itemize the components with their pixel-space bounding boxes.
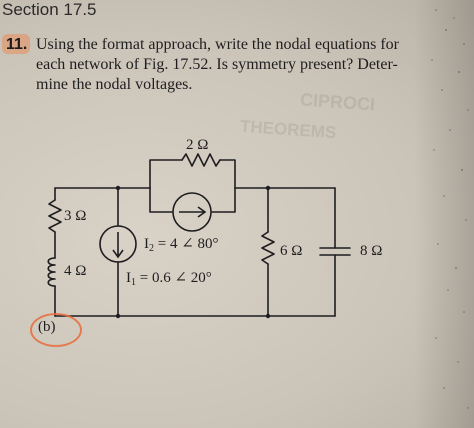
problem-text-line-2: each network of Fig. 17.52. Is symmetry … [36,56,398,73]
source-i1-label: I1 = 0.6 ∠ 20° [126,268,212,288]
resistor-2ohm-label: 2 Ω [186,137,209,153]
problem-number: 11. [6,36,28,53]
problem-text-line-1: Using the format approach, write the nod… [36,36,399,53]
resistor-6ohm [261,231,275,265]
figure-label: (b) [38,319,56,335]
source-i1-symbol: I [126,270,131,286]
source-i2-label: I2 = 4 ∠ 80° [144,234,219,254]
junction-dot [265,185,271,191]
resistor-3ohm [48,199,62,233]
source-i1-subscript: 1 [131,277,136,288]
inductor-4ohm [47,257,56,287]
arrow-down-icon [112,232,124,259]
source-i1-value: = 0.6 ∠ 20° [136,270,212,286]
source-i2-subscript: 2 [149,243,154,254]
source-i2-value: = 4 ∠ 80° [154,236,219,252]
source-i2-symbol: I [144,236,149,252]
page-speckle [431,9,469,409]
wire-bridge-right [219,159,236,189]
problem-number-highlight [2,34,30,54]
page-edge-shadow [414,0,474,428]
resistor-3ohm-label: 3 Ω [64,208,87,224]
wire-bridge-source [149,187,173,213]
section-header: Section 17.5 [2,0,97,19]
arrow-right-icon [179,206,207,218]
inductor-4ohm-label: 4 Ω [64,263,87,279]
capacitor-8ohm-label: 8 Ω [360,243,383,259]
problem-text-line-3: mine the nodal voltages. [36,76,193,93]
wire-bridge-source-right [211,187,236,213]
wire-bridge [149,159,183,189]
resistor-2ohm [181,153,221,167]
current-source-i1 [99,225,137,263]
junction-dot [115,185,121,191]
junction-dot [265,313,271,319]
current-source-i2 [172,192,212,232]
junction-dot [115,313,121,319]
figure-label-circle [30,313,82,347]
resistor-6ohm-label: 6 Ω [280,243,303,259]
